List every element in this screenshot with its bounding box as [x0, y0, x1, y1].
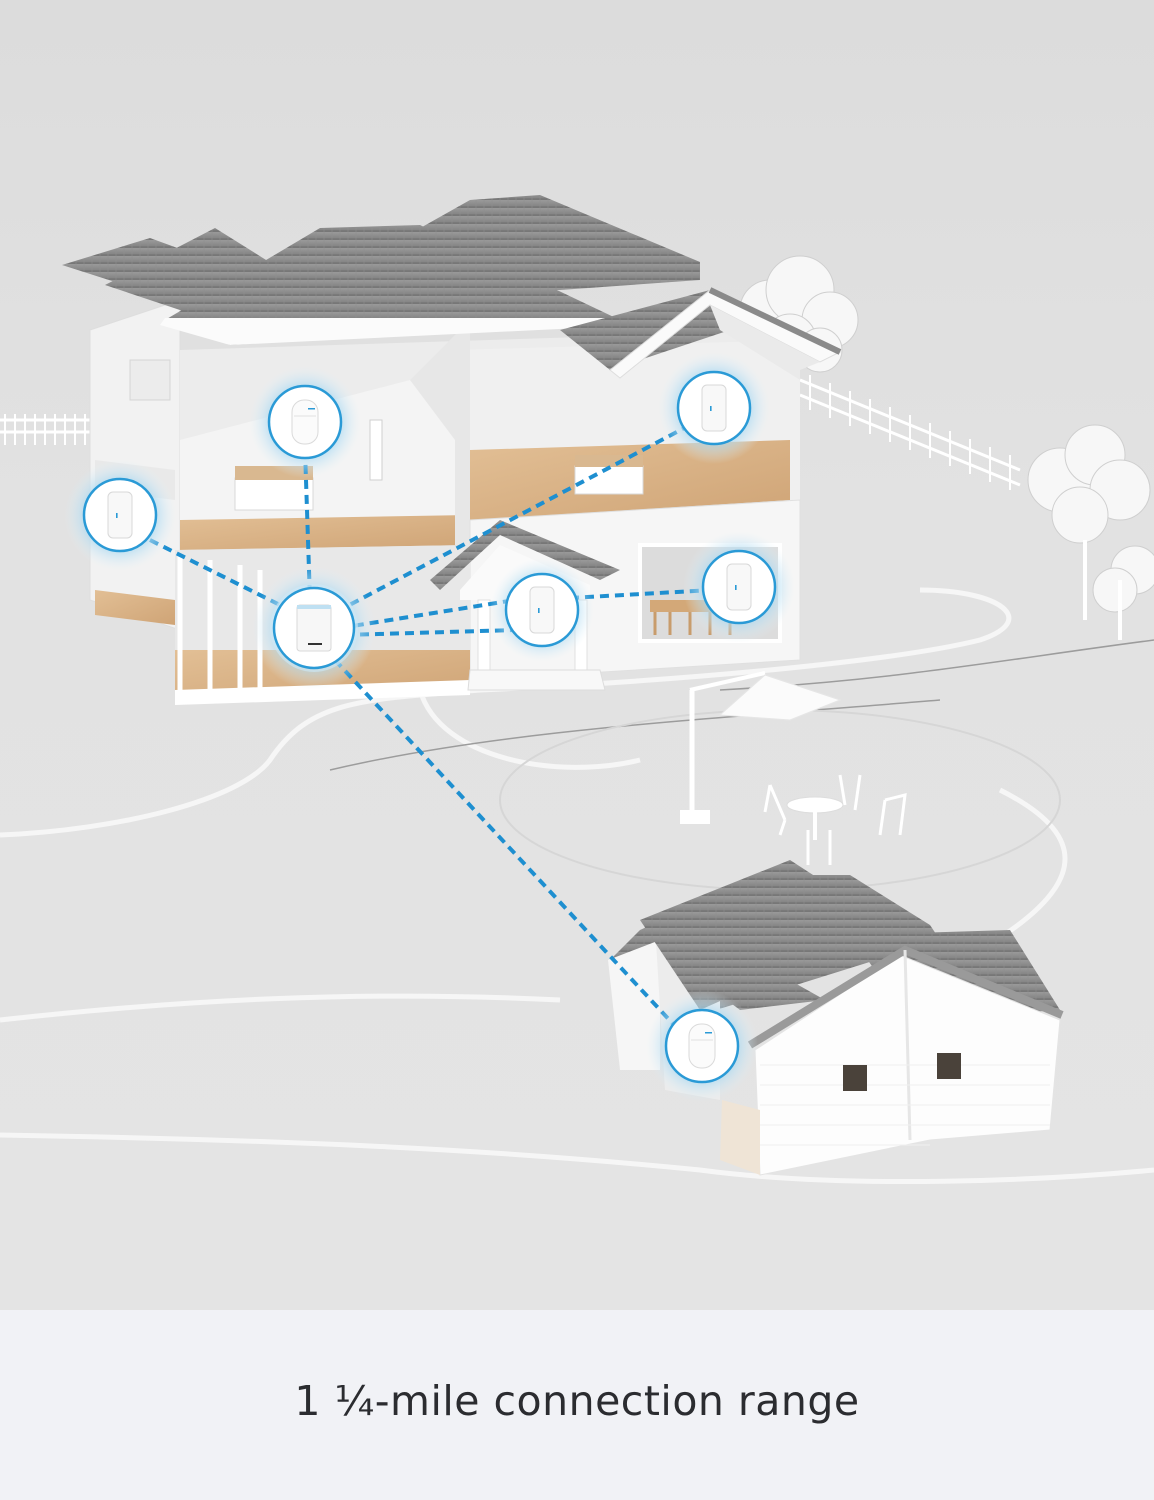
house-illustration	[0, 0, 1154, 1310]
window	[129, 359, 171, 401]
patio-furniture	[680, 671, 907, 865]
bed	[234, 477, 314, 511]
sensors-layer	[64, 352, 795, 1102]
motion-sensor-icon	[646, 990, 758, 1102]
door-sensor-icon	[490, 558, 594, 662]
motion-sensor-icon	[249, 366, 361, 478]
door-sensor-icon	[658, 352, 770, 464]
roof-back	[310, 195, 700, 290]
tree-right	[1027, 424, 1154, 640]
guest-window-right	[937, 1053, 961, 1079]
headboard	[575, 455, 643, 467]
door-sensor-icon	[683, 531, 795, 643]
fence	[0, 375, 1021, 490]
door	[369, 419, 383, 481]
guest-window-left	[843, 1065, 867, 1091]
door-sensor-icon	[64, 459, 176, 571]
porch-roof	[430, 520, 620, 590]
hub-base-station	[252, 566, 376, 690]
caption-text: 1 ¼-mile connection range	[294, 1377, 860, 1425]
bed	[574, 465, 644, 495]
caption-band: 1 ¼-mile connection range	[0, 1310, 1154, 1500]
